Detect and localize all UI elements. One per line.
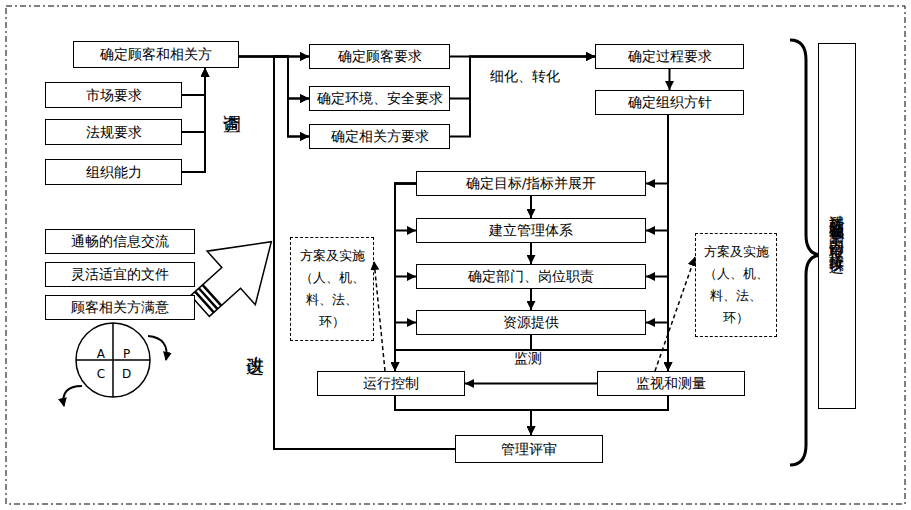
connector [395,396,531,435]
connector [531,396,668,435]
outer-border [6,6,905,504]
connector [395,184,416,231]
process-box: 建立管理体系 [416,218,646,243]
annotation: 监测 [514,350,542,368]
node-text: 管理评审 [501,441,557,458]
process-box: 确定相关方要求 [309,124,450,149]
process-box: 确定环境、安全要求 [309,86,450,111]
process-box: 监视和测量 [597,371,745,396]
quadrant-letter: A [97,347,105,361]
node-text: 运行控制 [363,375,419,392]
node-text: 组织能力 [86,164,142,181]
connector [182,68,205,132]
process-box: 确定顾客要求 [309,44,450,69]
principle-box: 顾客相关方满意 [45,295,195,320]
connector [646,115,668,184]
connector [182,68,205,172]
process-box: 确定组织方针 [595,90,744,115]
connector [450,56,595,58]
node-text: 方案及实施（人、机、料、法、环） [297,245,367,333]
node-text: 通畅的信息交流 [71,233,169,250]
note-box: 方案及实施（人、机、料、法、环） [290,237,374,341]
node-text: 确定目标/指标并展开 [466,175,597,192]
connector [239,57,309,99]
connector [530,289,532,310]
process-box: 确定目标/指标并展开 [416,171,646,196]
annotation: 细化、转化 [490,68,560,86]
connector [530,196,532,218]
connector [274,57,455,450]
quadrant-letter: P [123,347,130,361]
node-text: 确定环境、安全要求 [317,90,443,107]
node-text: 过程的监视和测量/内部审核/持续改进 [828,203,846,249]
input-box: 市场要求 [45,82,182,108]
input-box: 组织能力 [45,159,182,185]
arrow-stripe [203,285,222,306]
connector [239,57,309,137]
node-text: 法规要求 [86,124,142,141]
cycle-arrow [148,336,167,360]
connector [395,184,416,372]
note-box: 方案及实施（人、机、料、法、环） [695,233,777,337]
connector [239,56,309,58]
connector [646,115,668,277]
process-box: 确定部门、岗位职责 [416,264,646,289]
dashed-connector [374,261,385,371]
connector [646,115,668,231]
connector [667,115,669,371]
principle-box: 通畅的信息交流 [45,229,195,254]
node-text: 确定相关方要求 [331,128,429,145]
vertical-box: 过程的监视和测量/内部审核/持续改进 [818,43,856,409]
connector [669,69,671,90]
connector [395,335,531,371]
circle-outline [75,322,151,398]
connector [274,57,455,450]
node-text: 确定顾客和相关方 [100,46,212,63]
process-box: 确定过程要求 [595,44,744,69]
connector [395,184,416,277]
node-text: 市场要求 [86,87,142,104]
node-text: 资源提供 [503,314,559,331]
connector [530,243,532,264]
pdca-circle: A P C D [75,322,151,398]
connector [274,57,455,450]
circle-shape [76,323,150,397]
node-text: 确定部门、岗位职责 [468,268,594,285]
connector [531,335,668,371]
quadrant-line [112,323,114,397]
process-box: 确定顾客和相关方 [73,41,239,68]
node-text: 确定组织方针 [628,94,712,111]
principle-box: 灵活适宜的文件 [45,262,195,287]
node-text: 确定过程要求 [628,48,712,65]
annotation: 调查 [220,100,244,102]
connector [465,383,597,385]
process-box: 管理评审 [455,435,603,463]
process-box: 资源提供 [416,310,646,335]
connector [395,184,416,323]
node-text: 顾客相关方满意 [71,299,169,316]
quadrant-letter: C [97,366,105,380]
node-text: 监视和测量 [636,375,706,392]
annotation: 改进 [243,342,267,344]
cycle-arrow [63,386,82,406]
process-box: 运行控制 [317,371,465,396]
connector [450,57,595,99]
node-text: 建立管理体系 [489,222,573,239]
node-text: 方案及实施（人、机、料、法、环） [702,241,770,329]
node-text: 灵活适宜的文件 [71,266,169,283]
connector [646,115,668,323]
connector [182,68,205,95]
input-box: 法规要求 [45,119,182,145]
connector [450,57,595,137]
quadrant-letter: D [122,366,131,380]
dashed-connector [655,257,695,371]
node-text: 确定顾客要求 [338,48,422,65]
